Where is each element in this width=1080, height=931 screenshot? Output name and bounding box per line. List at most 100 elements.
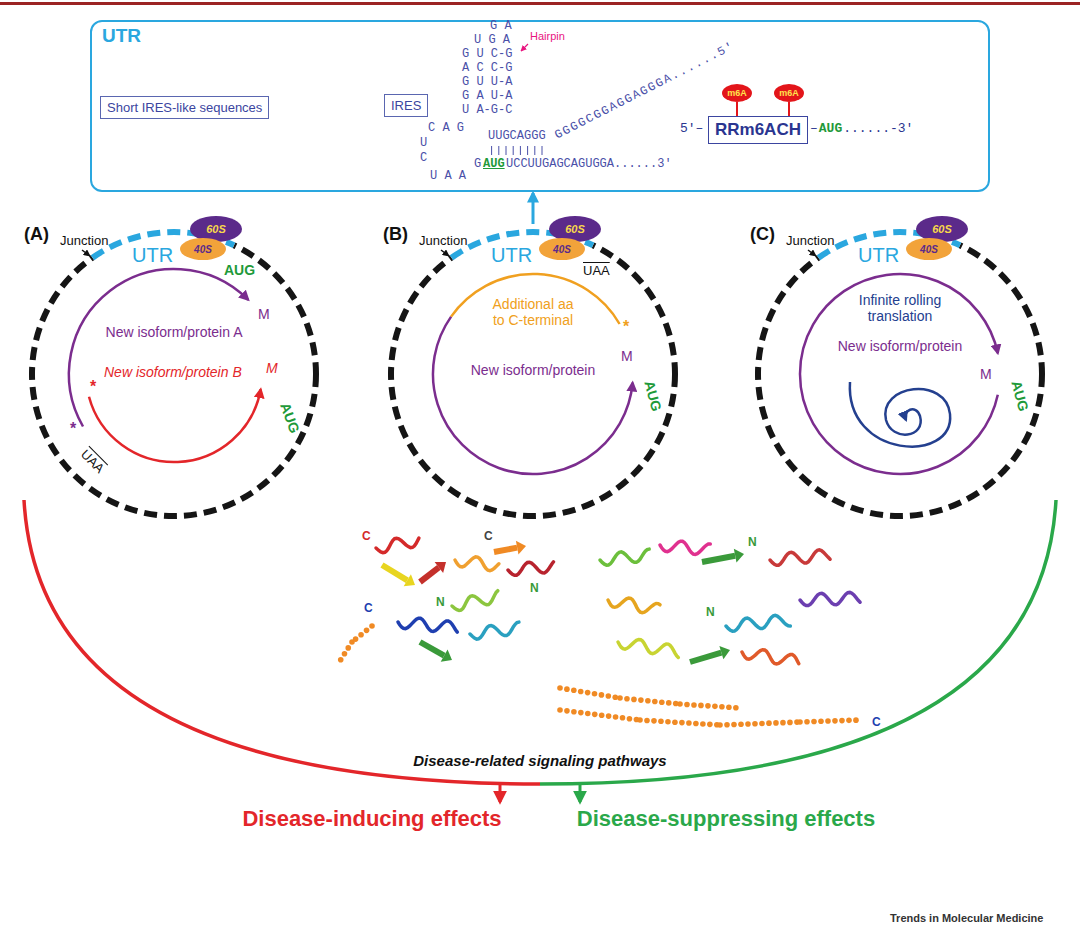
top-rule bbox=[0, 2, 1080, 5]
node-label: 40S bbox=[920, 244, 938, 255]
coil-chain bbox=[644, 718, 650, 724]
start-codon: AUG bbox=[483, 158, 505, 172]
strand-dash: – bbox=[810, 122, 818, 137]
protein-structures bbox=[338, 538, 860, 728]
m6a-stem bbox=[736, 102, 738, 116]
stop-codon: UAA bbox=[583, 264, 610, 279]
protein-a-arc bbox=[69, 269, 248, 426]
rna-base: C A G bbox=[428, 122, 464, 136]
beta-strand-head bbox=[404, 574, 415, 586]
node-label: 60S bbox=[565, 223, 585, 235]
alpha-helix bbox=[508, 562, 554, 576]
suppressing-curve bbox=[540, 500, 1056, 784]
rna-base: G bbox=[474, 158, 481, 172]
utr-label: UTR bbox=[858, 244, 899, 267]
rna-strand: UUGCAGGG bbox=[488, 130, 546, 144]
alpha-helix bbox=[660, 541, 710, 554]
methionine-mark: M bbox=[258, 306, 270, 322]
decor-shape bbox=[433, 274, 633, 474]
alpha-helix bbox=[455, 557, 499, 571]
coil-chain bbox=[811, 719, 817, 725]
coil-chain bbox=[585, 711, 591, 717]
coil-chain bbox=[717, 722, 723, 728]
terminus-label: N bbox=[530, 582, 539, 596]
connector-arrow bbox=[532, 193, 535, 224]
coil-chain bbox=[726, 704, 732, 710]
terminus-label: N bbox=[706, 606, 715, 620]
ribosome-40s: 40S bbox=[539, 238, 585, 260]
alpha-helix bbox=[600, 549, 649, 565]
start-codon: AUG bbox=[277, 401, 303, 436]
start-codon: AUG bbox=[819, 122, 842, 137]
coil-chain bbox=[342, 651, 348, 657]
base-pair-bar bbox=[520, 146, 521, 155]
terminus-label: C bbox=[364, 602, 373, 616]
base-pair-bar bbox=[491, 146, 492, 155]
utr-label: UTR bbox=[132, 244, 173, 267]
circrna-ring bbox=[391, 232, 675, 516]
coil-chain bbox=[645, 698, 651, 704]
rolling-spiral bbox=[850, 382, 950, 447]
coil-chain bbox=[599, 712, 605, 718]
inducing-curve bbox=[24, 500, 540, 784]
alpha-helix bbox=[618, 640, 678, 658]
coil-chain bbox=[846, 718, 852, 724]
rna-base: G U C-G bbox=[462, 48, 512, 62]
base-pair-bar bbox=[498, 146, 499, 155]
methionine-mark: M bbox=[980, 366, 992, 382]
coil-chain bbox=[578, 689, 584, 695]
terminus-label: N bbox=[748, 536, 757, 550]
beta-strand bbox=[494, 548, 517, 552]
coil-chain bbox=[665, 719, 671, 725]
terminus-label: N bbox=[436, 596, 445, 610]
base-pair-bar bbox=[513, 146, 514, 155]
coil-chain bbox=[613, 714, 619, 720]
coil-chain bbox=[557, 685, 563, 691]
m6a-stem bbox=[788, 102, 790, 116]
coil-chain bbox=[658, 719, 664, 725]
start-codon: AUG bbox=[224, 262, 255, 278]
coil-chain bbox=[724, 722, 730, 728]
effect-label: Disease-inducing effects bbox=[242, 806, 501, 831]
beta-strand bbox=[382, 565, 407, 580]
base-pair-bar bbox=[506, 146, 507, 155]
coil-chain bbox=[797, 719, 803, 725]
coil-chain bbox=[731, 722, 737, 728]
stop-mark: * bbox=[70, 420, 76, 438]
coil-chain bbox=[759, 721, 765, 727]
terminus-label: C bbox=[362, 530, 371, 544]
coil-chain bbox=[698, 703, 704, 709]
coil-chain bbox=[620, 715, 626, 721]
coil-chain bbox=[338, 657, 344, 663]
coil-chain bbox=[787, 720, 793, 726]
circrna-circle: (C)60S40SJunctionUTRInfinite rolling tra… bbox=[750, 224, 1050, 524]
circrna-circle: (B)60S40SJunctionUTRUAAAdditional aa to … bbox=[383, 224, 683, 524]
beta-strand-head bbox=[435, 562, 446, 573]
ires-like-box: Short IRES-like sequences bbox=[100, 96, 269, 119]
coil-chain bbox=[677, 701, 683, 707]
coil-chain bbox=[606, 693, 612, 699]
coil-chain bbox=[780, 720, 786, 726]
hairpin-label: Hairpin bbox=[530, 30, 565, 43]
beta-strand bbox=[420, 642, 444, 656]
rna-base: G A bbox=[490, 20, 512, 34]
alpha-helix bbox=[608, 598, 660, 613]
beta-strand-head bbox=[734, 549, 744, 563]
node-label: m6A bbox=[779, 88, 799, 98]
alpha-helix bbox=[452, 591, 498, 611]
coil-chain bbox=[571, 688, 577, 694]
coil-chain bbox=[578, 710, 584, 716]
coil-chain bbox=[592, 712, 598, 718]
junction-label: Junction bbox=[419, 234, 467, 249]
inducing-arrow bbox=[499, 784, 502, 802]
rolling-label: Infinite rolling translation bbox=[840, 292, 960, 324]
coil-chain bbox=[700, 721, 706, 727]
alpha-helix bbox=[398, 618, 457, 632]
terminus-label: C bbox=[872, 716, 881, 730]
methionine-mark: M bbox=[621, 348, 633, 364]
circrna-circle: (A)60S40SJunctionUTRAUGNew isoform/prote… bbox=[24, 224, 324, 524]
node-label: 40S bbox=[553, 244, 571, 255]
node-label: 40S bbox=[194, 244, 212, 255]
alpha-helix bbox=[470, 622, 519, 639]
coil-chain bbox=[349, 639, 355, 645]
